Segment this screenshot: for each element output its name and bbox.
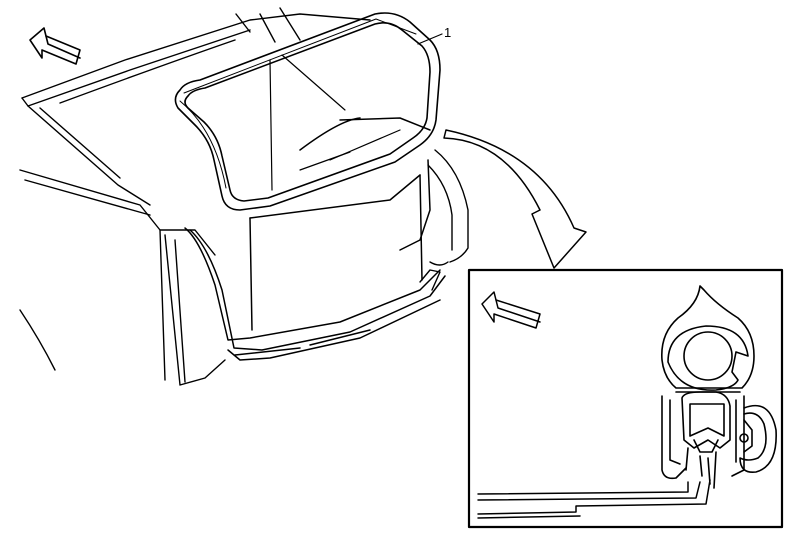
quarter-panel bbox=[19, 169, 226, 386]
trunk-interior bbox=[269, 54, 401, 191]
callout-1-label: 1 bbox=[444, 25, 451, 40]
seal-clip bbox=[739, 404, 777, 474]
weatherstrip-seal bbox=[174, 12, 441, 211]
forward-arrow-icon bbox=[29, 27, 81, 65]
curved-arrow-icon bbox=[443, 129, 587, 269]
seal-bulb bbox=[661, 285, 755, 391]
seal-channel bbox=[661, 391, 745, 489]
detail-view bbox=[467, 268, 784, 529]
trunk-opening bbox=[184, 117, 446, 361]
rear-fender bbox=[419, 149, 469, 291]
forward-arrow-icon bbox=[481, 291, 541, 329]
pinch-weld-flange bbox=[477, 479, 711, 519]
callout-1: 1 bbox=[417, 25, 451, 45]
rear-window bbox=[21, 7, 371, 206]
main-view: 1 bbox=[19, 7, 587, 386]
